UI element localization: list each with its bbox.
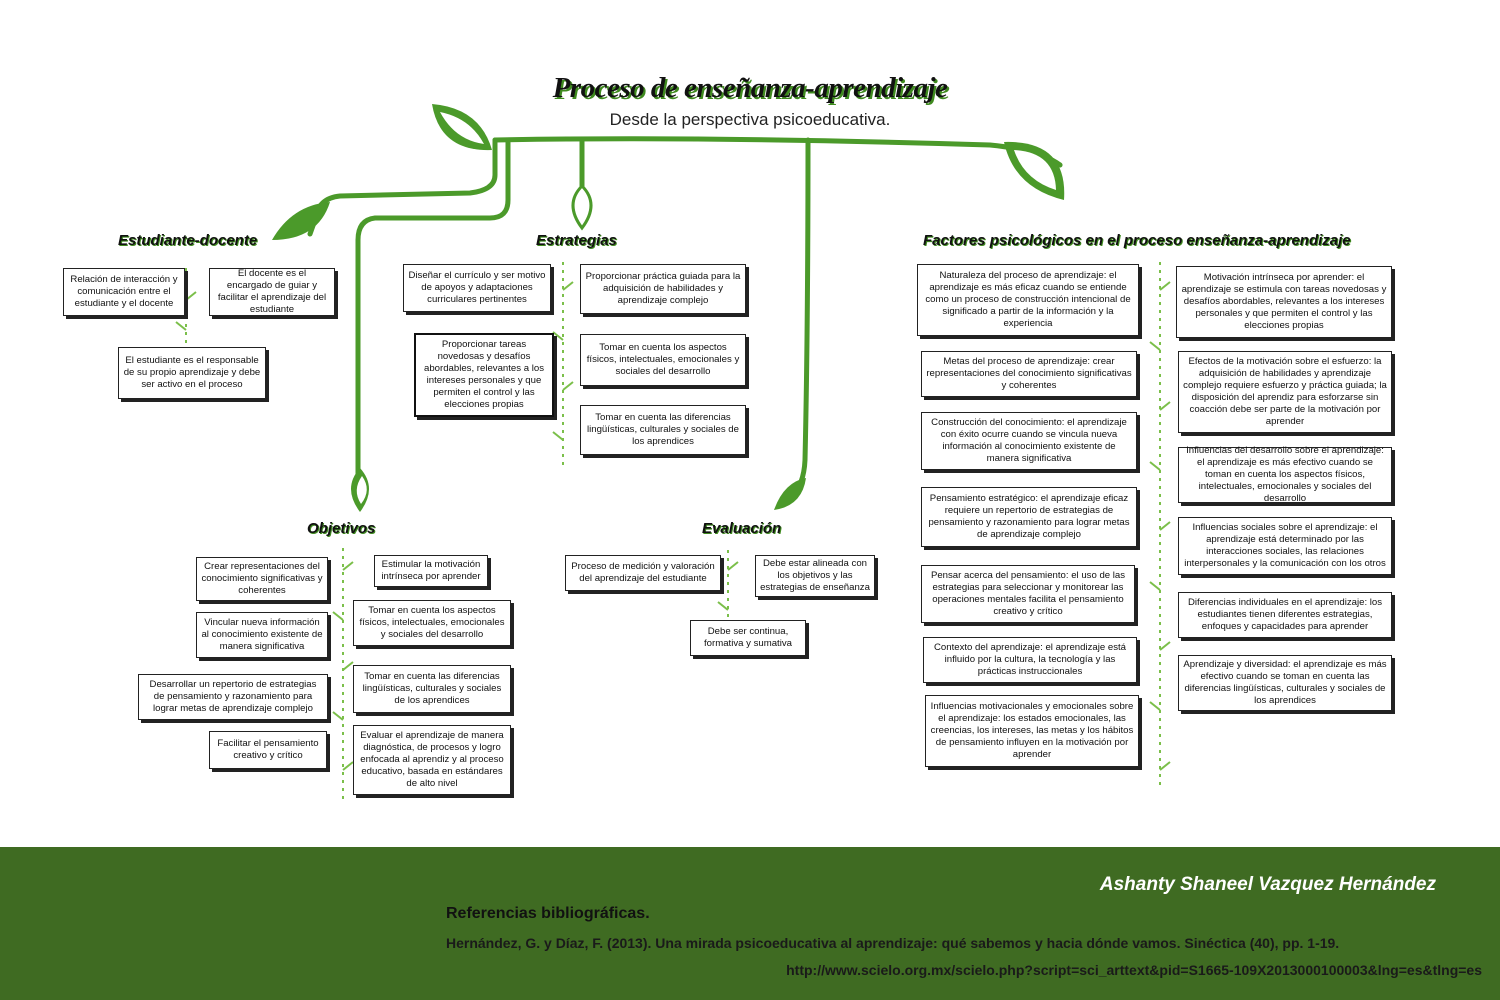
box-objetivos: Facilitar el pensamiento creativo y crít… bbox=[209, 731, 327, 769]
footer-band bbox=[0, 847, 1500, 1000]
box-factores-left: Construcción del conocimiento: el aprend… bbox=[921, 412, 1137, 470]
reference-url[interactable]: http://www.scielo.org.mx/scielo.php?scri… bbox=[786, 962, 1482, 978]
leaf-icon bbox=[774, 478, 806, 510]
box-factores-left: Pensar acerca del pensamiento: el uso de… bbox=[921, 565, 1135, 623]
leaf-icon bbox=[272, 202, 330, 240]
box-factores-left: Contexto del aprendizaje: el aprendizaje… bbox=[923, 637, 1137, 683]
box-factores-left: Naturaleza del proceso de aprendizaje: e… bbox=[917, 264, 1139, 336]
heading-estrategias: Estrategias bbox=[536, 232, 617, 249]
box-factores-left: Influencias motivacionales y emocionales… bbox=[925, 695, 1139, 767]
box-estrategias: Tomar en cuenta las diferencias lingüíst… bbox=[580, 405, 746, 455]
box-objetivos: Tomar en cuenta las diferencias lingüíst… bbox=[353, 665, 511, 713]
author-name: Ashanty Shaneel Vazquez Hernández bbox=[1099, 874, 1436, 895]
heading-factores: Factores psicológicos en el proceso ense… bbox=[923, 232, 1351, 249]
box-estudiante-docente: Relación de interacción y comunicación e… bbox=[63, 268, 185, 316]
box-factores-right: Motivación intrínseca por aprender: el a… bbox=[1176, 266, 1392, 338]
box-factores-right: Diferencias individuales en el aprendiza… bbox=[1178, 592, 1392, 638]
box-objetivos: Desarrollar un repertorio de estrategias… bbox=[138, 674, 328, 720]
box-evaluacion: Proceso de medición y valoración del apr… bbox=[565, 555, 721, 591]
reference-citation: Hernández, G. y Díaz, F. (2013). Una mir… bbox=[446, 935, 1340, 951]
box-objetivos: Crear representaciones del conocimiento … bbox=[196, 557, 328, 601]
box-factores-left: Pensamiento estratégico: el aprendizaje … bbox=[921, 487, 1137, 547]
references-title: Referencias bibliográficas. bbox=[446, 905, 650, 922]
box-factores-right: Influencias del desarrollo sobre el apre… bbox=[1178, 445, 1392, 504]
box-factores-right: Aprendizaje y diversidad: el aprendizaje… bbox=[1178, 655, 1392, 711]
box-objetivos: Vincular nueva información al conocimien… bbox=[196, 612, 328, 658]
box-factores-right: Influencias sociales sobre el aprendizaj… bbox=[1178, 517, 1392, 575]
box-objetivos: Estimular la motivación intrínseca por a… bbox=[374, 555, 488, 587]
box-objetivos: Evaluar el aprendizaje de manera diagnós… bbox=[353, 725, 511, 795]
box-estrategias: Proporcionar tareas novedosas y desafíos… bbox=[414, 333, 554, 417]
heading-objetivos: Objetivos bbox=[307, 520, 376, 537]
page-title: Proceso de enseñanza-aprendizaje bbox=[552, 72, 948, 104]
box-objetivos: Tomar en cuenta los aspectos físicos, in… bbox=[353, 600, 511, 646]
box-estrategias: Proporcionar práctica guiada para la adq… bbox=[580, 264, 746, 314]
box-evaluacion: Debe ser continua, formativa y sumativa bbox=[690, 620, 806, 656]
box-estudiante-docente: El estudiante es el responsable de su pr… bbox=[118, 347, 266, 399]
box-estrategias: Tomar en cuenta los aspectos físicos, in… bbox=[580, 334, 746, 386]
heading-evaluacion: Evaluación bbox=[702, 520, 782, 537]
box-estrategias: Diseñar el currículo y ser motivo de apo… bbox=[403, 264, 551, 312]
box-estudiante-docente: El docente es el encargado de guiar y fa… bbox=[209, 268, 335, 316]
box-evaluacion: Debe estar alineada con los objetivos y … bbox=[755, 555, 875, 597]
box-factores-right: Efectos de la motivación sobre el esfuer… bbox=[1178, 351, 1392, 433]
box-factores-left: Metas del proceso de aprendizaje: crear … bbox=[921, 351, 1137, 397]
heading-estudiante-docente: Estudiante-docente bbox=[118, 232, 258, 249]
page-subtitle: Desde la perspectiva psicoeducativa. bbox=[609, 110, 891, 129]
